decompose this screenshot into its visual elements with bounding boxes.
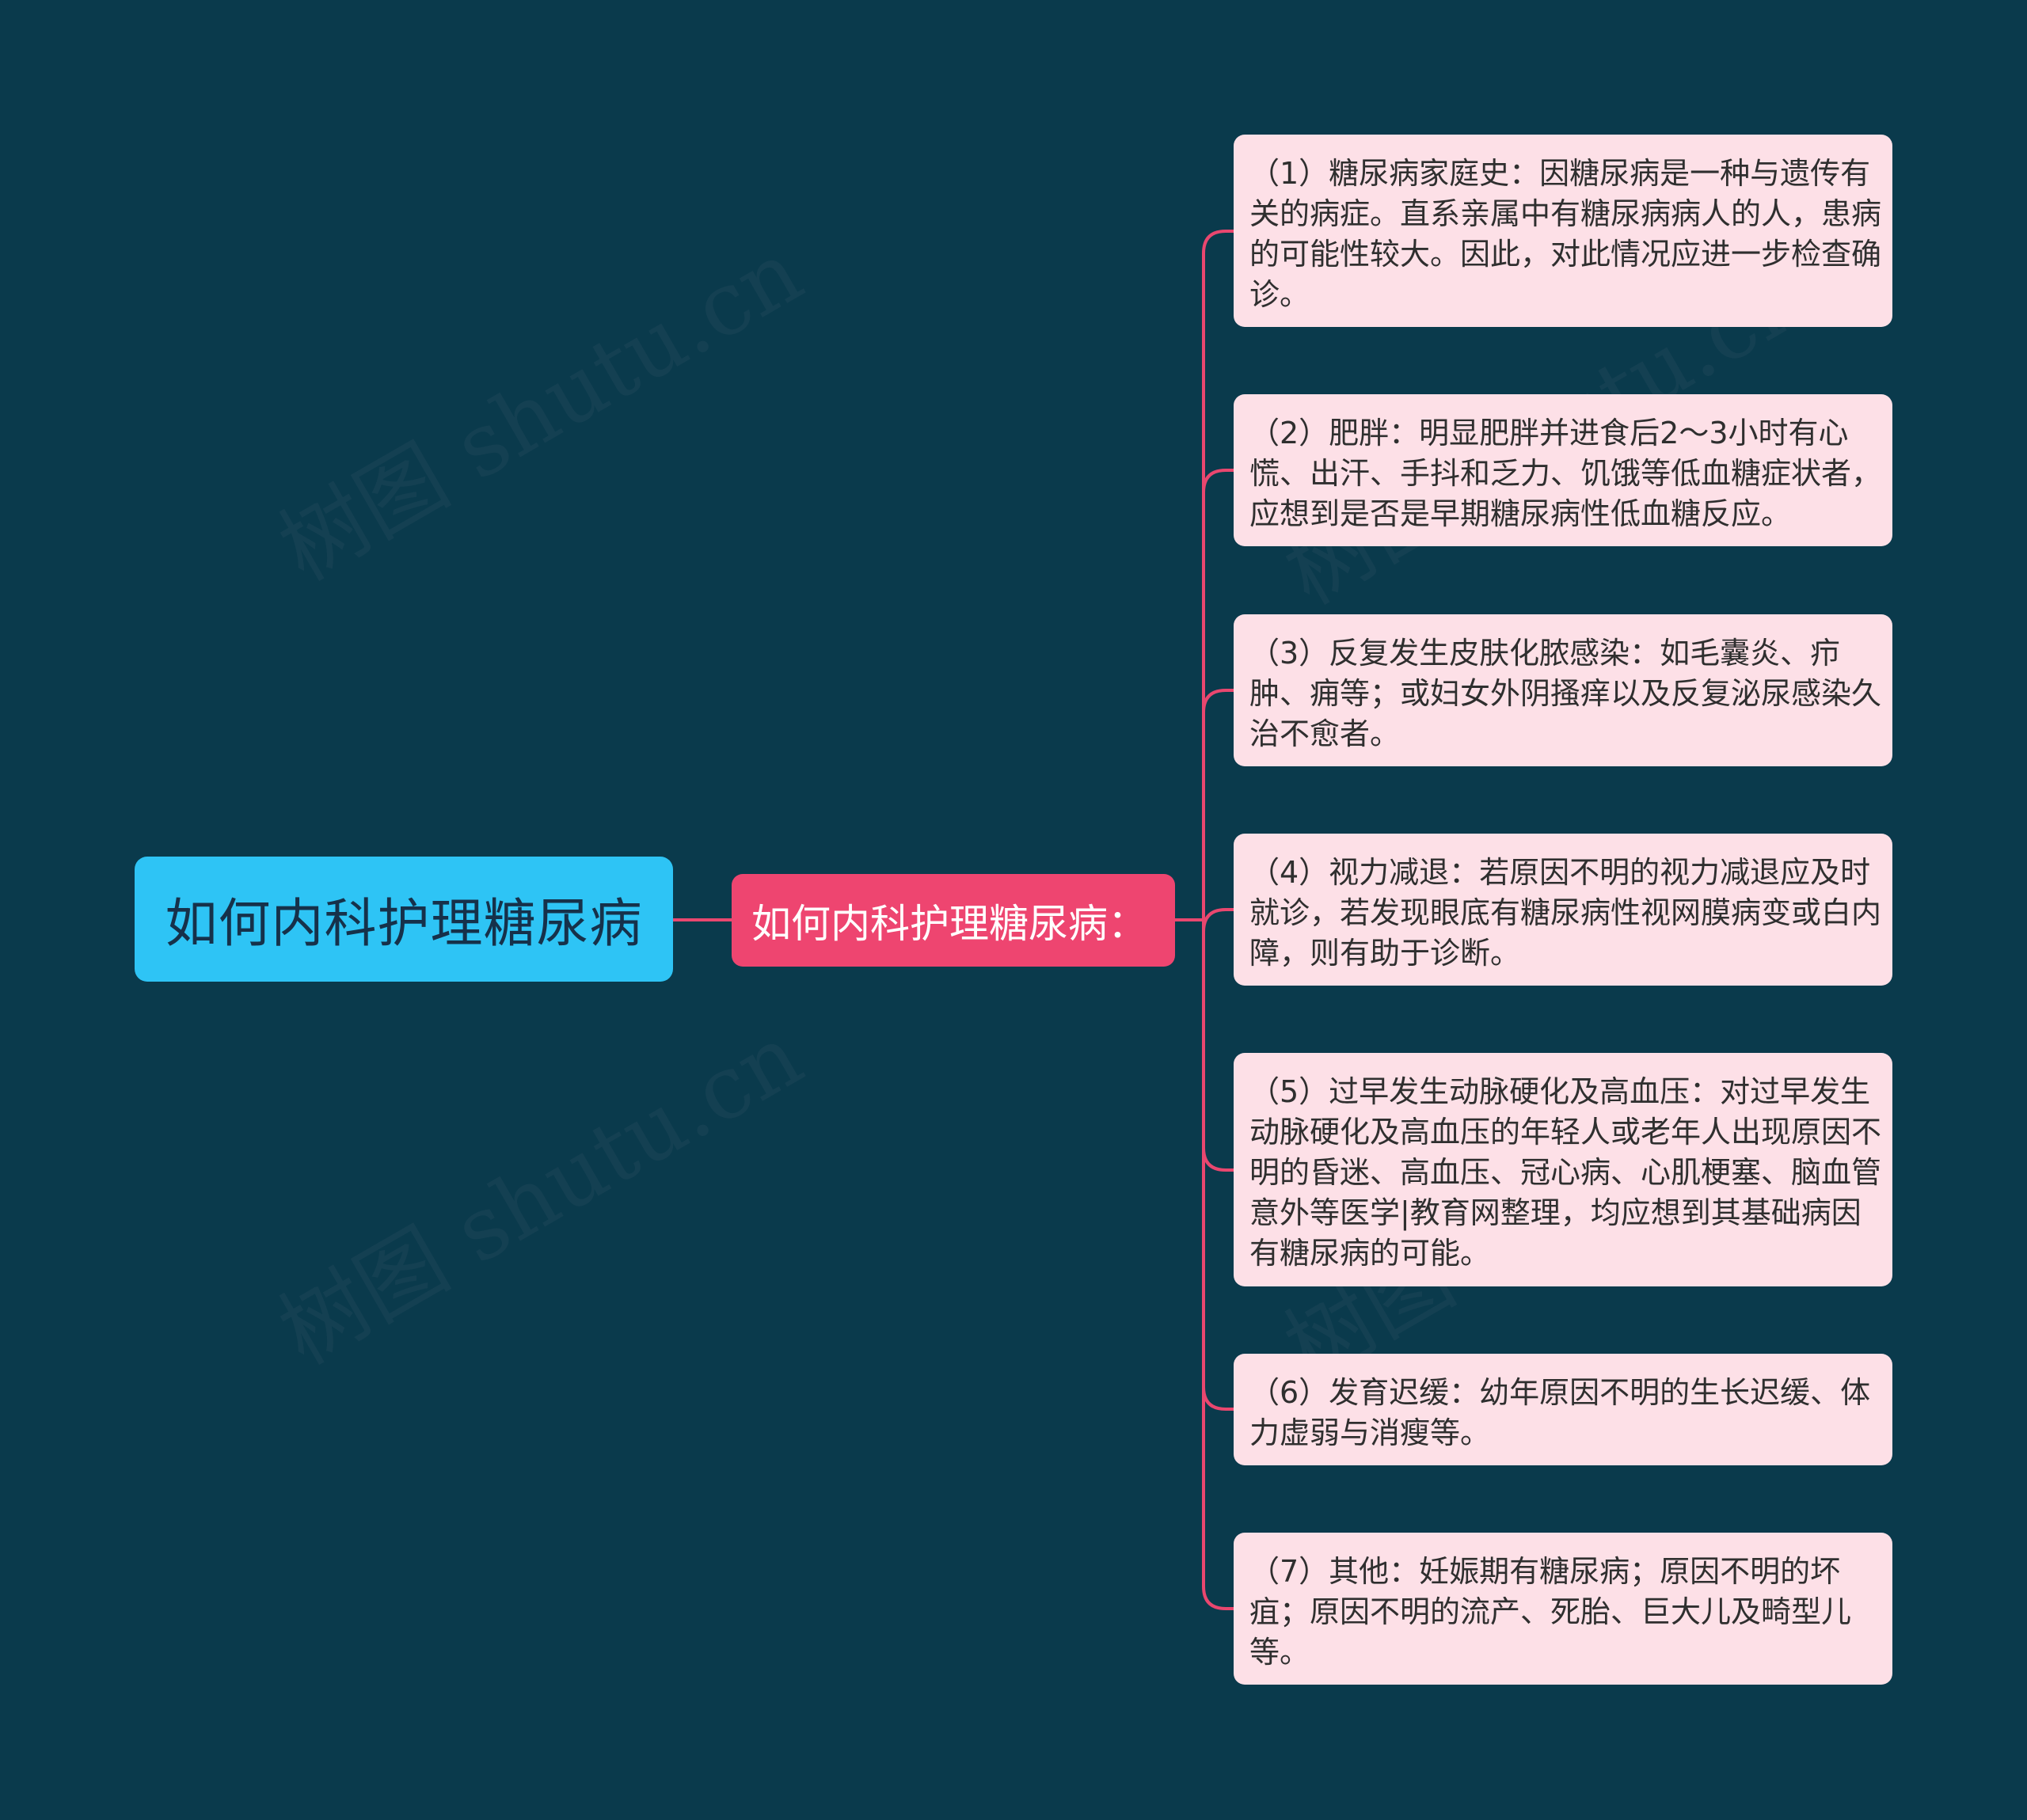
leaf-topic-text: （6）发育迟缓：幼年原因不明的生长迟缓、体力虚弱与消瘦等。 [1249,1375,1871,1450]
leaf-topic-1[interactable]: （1）糖尿病家庭史：因糖尿病是一种与遗传有关的病症。直系亲属中有糖尿病病人的人，… [1234,135,1892,327]
leaf-topic-4[interactable]: （4）视力减退：若原因不明的视力减退应及时就诊，若发现眼底有糖尿病性视网膜病变或… [1234,834,1892,986]
connector-leaf-1 [1202,230,1234,920]
leaf-topic-text: （1）糖尿病家庭史：因糖尿病是一种与遗传有关的病症。直系亲属中有糖尿病病人的人，… [1249,156,1882,312]
connector-leaf-4 [1202,908,1234,933]
connector-leaf-7 [1202,920,1234,1610]
connector-leaf-3 [1202,689,1234,920]
leaf-topic-text: （4）视力减退：若原因不明的视力减退应及时就诊，若发现眼底有糖尿病性视网膜病变或… [1249,855,1882,971]
root-topic-label: 如何内科护理糖尿病 [165,893,643,954]
leaf-topic-3[interactable]: （3）反复发生皮肤化脓感染：如毛囊炎、疖肿、痈等；或妇女外阴搔痒以及反复泌尿感染… [1234,614,1892,766]
connector-leaf-5 [1202,920,1234,1172]
leaf-topic-text: （3）反复发生皮肤化脓感染：如毛囊炎、疖肿、痈等；或妇女外阴搔痒以及反复泌尿感染… [1249,636,1882,751]
branch-topic[interactable]: 如何内科护理糖尿病： [732,874,1175,967]
root-topic[interactable]: 如何内科护理糖尿病 [135,857,673,982]
leaf-topic-7[interactable]: （7）其他：妊娠期有糖尿病；原因不明的坏疽；原因不明的流产、死胎、巨大儿及畸型儿… [1234,1533,1892,1685]
leaf-topic-5[interactable]: （5）过早发生动脉硬化及高血压：对过早发生动脉硬化及高血压的年轻人或老年人出现原… [1234,1053,1892,1286]
leaf-topic-text: （5）过早发生动脉硬化及高血压：对过早发生动脉硬化及高血压的年轻人或老年人出现原… [1249,1074,1882,1271]
leaf-topic-text: （2）肥胖：明显肥胖并进食后2～3小时有心慌、出汗、手抖和乏力、饥饿等低血糖症状… [1249,416,1882,531]
leaf-topic-6[interactable]: （6）发育迟缓：幼年原因不明的生长迟缓、体力虚弱与消瘦等。 [1234,1354,1892,1465]
branch-topic-label: 如何内科护理糖尿病： [751,900,1147,947]
leaf-topic-2[interactable]: （2）肥胖：明显肥胖并进食后2～3小时有心慌、出汗、手抖和乏力、饥饿等低血糖症状… [1234,394,1892,546]
connector-leaf-2 [1202,469,1234,920]
leaf-topic-text: （7）其他：妊娠期有糖尿病；原因不明的坏疽；原因不明的流产、死胎、巨大儿及畸型儿… [1249,1554,1852,1670]
